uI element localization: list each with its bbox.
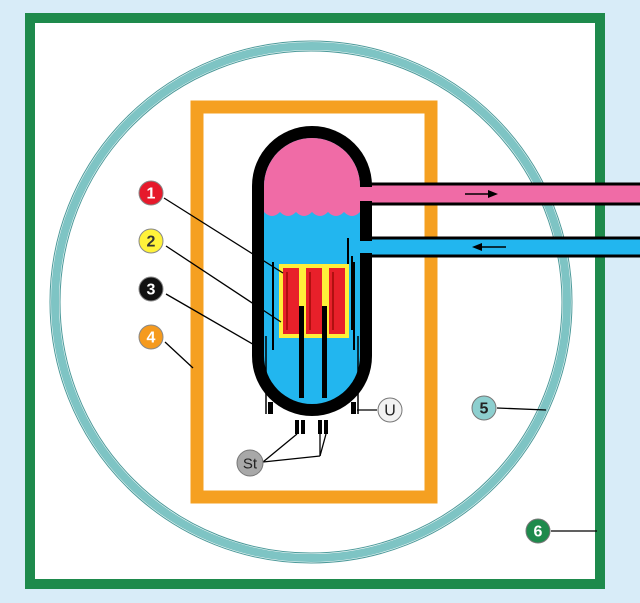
leader-1 <box>163 197 284 274</box>
containment-sphere <box>51 42 571 562</box>
containment-sphere-outer-line <box>49 40 573 564</box>
label-st: St <box>236 449 264 477</box>
control-rod-2 <box>322 306 327 398</box>
label-3: 3 <box>138 276 164 302</box>
control-rod-drives <box>295 420 328 434</box>
label-st-text: St <box>243 456 258 473</box>
leader-st-4 <box>319 433 327 457</box>
recirculation-pumps <box>265 336 359 414</box>
label-1-text: 1 <box>147 186 156 203</box>
fuel-assembly-3 <box>325 264 349 338</box>
steam-pipe <box>356 182 640 206</box>
leader-4 <box>164 341 194 369</box>
label-4-text: 4 <box>147 330 156 347</box>
fuel-assemblies <box>279 264 349 338</box>
fuel-assembly-2 <box>302 264 326 338</box>
label-2-text: 2 <box>147 234 156 251</box>
control-rods <box>299 306 327 398</box>
leader-3 <box>165 293 257 347</box>
vessel-steam <box>264 138 360 216</box>
label-1: 1 <box>138 180 164 206</box>
control-rod-1 <box>299 306 304 398</box>
leader-2 <box>165 245 282 323</box>
leader-st-1 <box>262 433 298 463</box>
label-5: 5 <box>471 395 497 421</box>
fuel-assembly-1 <box>279 264 303 338</box>
label-5-text: 5 <box>480 401 489 418</box>
water-pipe-inlet <box>351 241 373 253</box>
label-4: 4 <box>138 324 164 350</box>
leader-lines <box>163 197 597 532</box>
label-u: U <box>377 397 403 423</box>
label-2: 2 <box>138 228 164 254</box>
containment-sphere-inner-line <box>59 50 563 554</box>
leader-st-2 <box>262 455 321 463</box>
label-6: 6 <box>525 518 551 544</box>
label-3-text: 3 <box>147 282 156 299</box>
leader-5 <box>496 407 547 411</box>
water-flow-arrow <box>472 243 506 251</box>
label-u-text: U <box>384 403 396 420</box>
label-6-text: 6 <box>534 524 543 541</box>
steam-flow-arrow <box>465 190 498 198</box>
steam-pipe-inlet <box>358 187 374 201</box>
